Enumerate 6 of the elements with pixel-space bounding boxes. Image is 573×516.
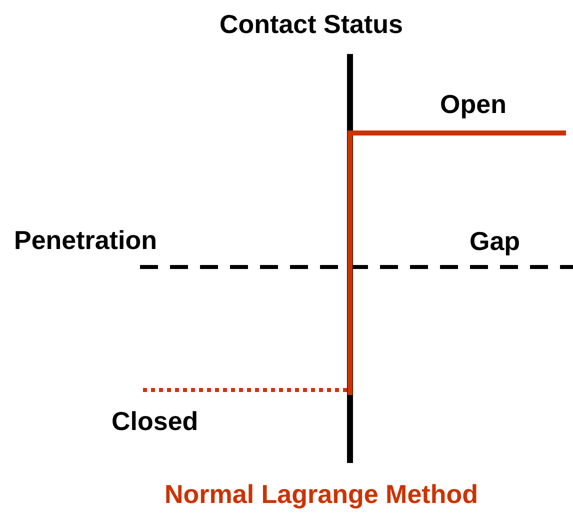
- axis-label: Penetration: [14, 225, 158, 255]
- caption: Normal Lagrange Method: [164, 479, 478, 509]
- chart-title: Contact Status: [220, 9, 403, 39]
- axis-label: Open: [440, 89, 506, 119]
- axis-label: Gap: [470, 226, 520, 256]
- axis-label: Closed: [112, 406, 198, 436]
